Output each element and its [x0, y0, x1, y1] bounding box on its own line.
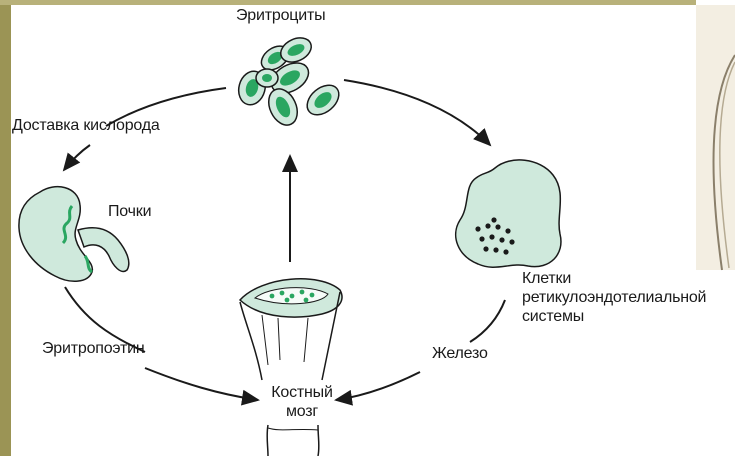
- label-iron: Железо: [432, 344, 488, 363]
- label-res-cells: Клетки ретикулоэндотелиальной системы: [522, 269, 727, 326]
- label-erythropoietin: Эритропоэтин: [42, 339, 145, 358]
- label-bone-marrow: Костный мозг: [264, 383, 340, 421]
- background-photo-edge: [696, 5, 735, 270]
- res-cell-illustration: [456, 160, 561, 267]
- label-kidneys: Почки: [108, 202, 151, 221]
- bone-illustration: [240, 279, 342, 456]
- label-oxygen-delivery: Доставка кислорода: [12, 116, 160, 135]
- label-erythrocytes: Эритроциты: [236, 6, 325, 25]
- erythrocytes-cluster: [235, 33, 344, 129]
- kidney-illustration: [19, 187, 129, 282]
